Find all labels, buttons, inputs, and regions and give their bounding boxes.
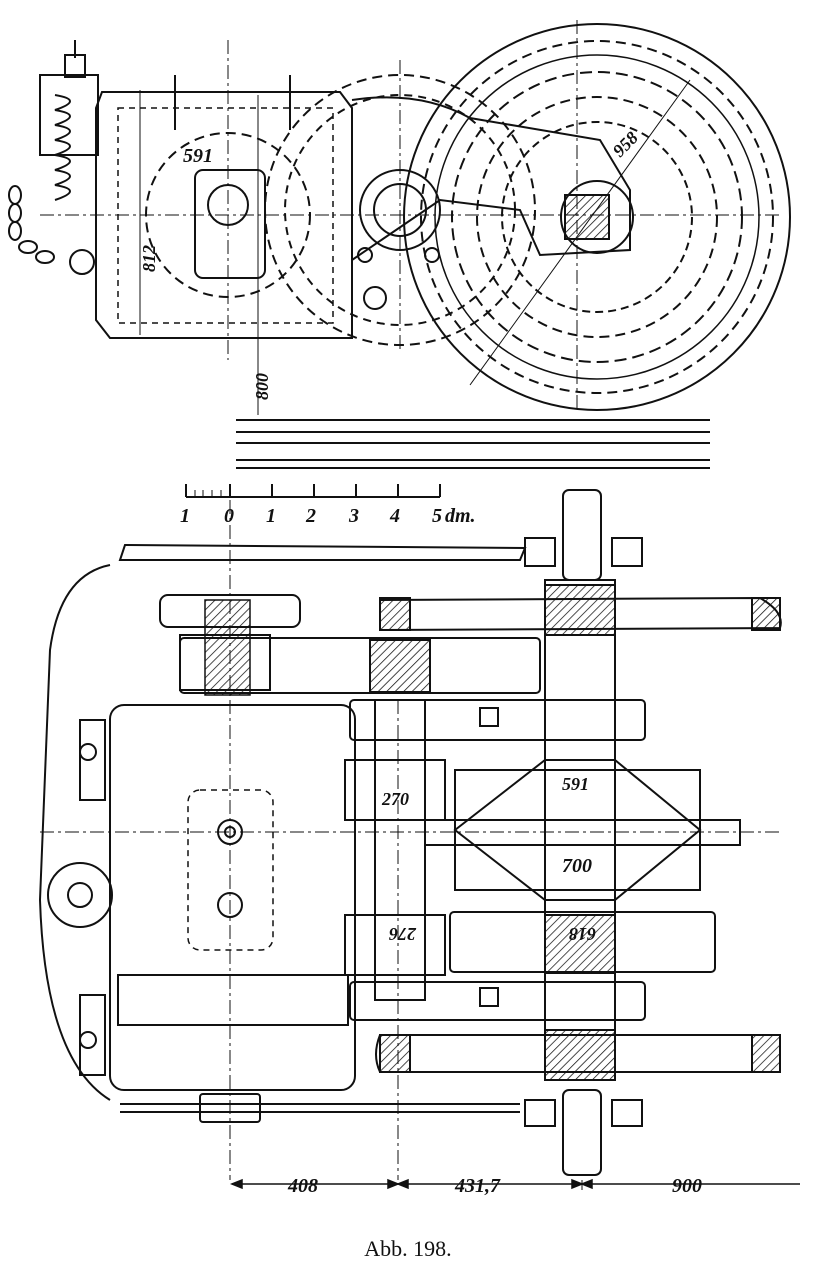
plan-casing: [38, 543, 527, 1101]
scale-label-5: 5: [432, 505, 442, 527]
dim-591-side: 591: [183, 145, 213, 167]
side-view: [8, 20, 791, 469]
side-view-centre-lines: [40, 20, 780, 410]
bracket-arm: [351, 96, 631, 310]
plan-motor-body: [109, 704, 356, 1091]
side-view-dimension-lines: [139, 79, 691, 415]
wheel-disks: [375, 596, 782, 1073]
bottom-dimension-line: [229, 1178, 800, 1190]
main-axle: [544, 489, 616, 1176]
dim-408: 408: [287, 1175, 318, 1197]
cross-members: [349, 699, 646, 1021]
scale-bar: [185, 484, 441, 498]
plan-view: [38, 489, 800, 1190]
dim-800: 800: [252, 373, 272, 400]
scale-label-1: 1: [266, 505, 276, 527]
figure-caption: Abb. 198.: [364, 1236, 452, 1261]
rails: [236, 419, 710, 469]
dim-900: 900: [672, 1175, 702, 1197]
motor-housing: [95, 75, 353, 339]
dim-431-7: 431,7: [454, 1175, 501, 1197]
dim-700: 700: [562, 855, 592, 877]
spring-assembly: [39, 40, 99, 201]
scale-label-4: 4: [389, 505, 400, 527]
scale-label-1-left: 1: [180, 505, 190, 527]
side-bolts: [47, 719, 113, 1076]
flanges: [524, 537, 643, 1127]
chain: [8, 185, 95, 275]
scale-unit: dm.: [445, 505, 476, 527]
dim-276: 276: [389, 924, 417, 944]
scale-label-3: 3: [348, 505, 359, 527]
intermediate-shaft: [344, 699, 716, 1001]
scale-label-2: 2: [305, 505, 316, 527]
plan-view-centre-lines: [40, 500, 780, 1190]
scale-label-0: 0: [224, 505, 234, 527]
dim-270: 270: [381, 789, 409, 809]
large-wheel: [403, 23, 791, 411]
gear-casing: [179, 637, 541, 694]
dim-618: 618: [569, 924, 596, 944]
dim-591-plan: 591: [562, 774, 589, 794]
dim-958: 958: [609, 128, 642, 161]
dim-812: 812: [139, 245, 159, 272]
